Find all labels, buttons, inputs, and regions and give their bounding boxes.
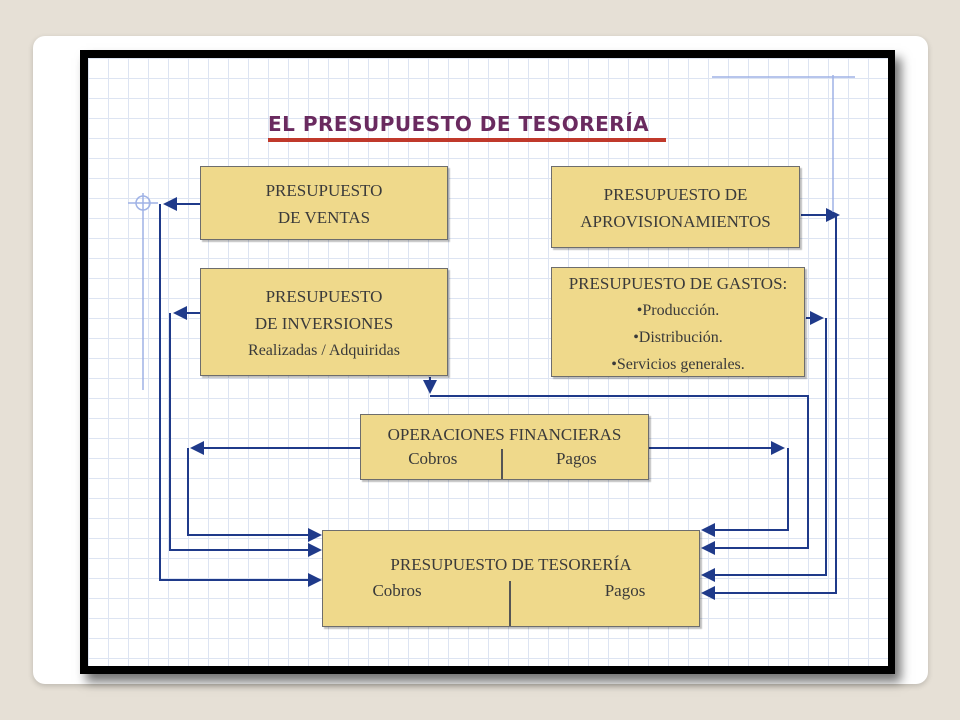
box-presupuesto-gastos: PRESUPUESTO DE GASTOS: •Producción. •Dis… bbox=[551, 267, 805, 377]
box-gastos-item: •Distribución. bbox=[633, 329, 723, 346]
box-gastos-item: •Producción. bbox=[636, 302, 720, 319]
box-presupuesto-inversiones: PRESUPUESTO DE INVERSIONES Realizadas / … bbox=[200, 268, 448, 376]
box-inversiones-line1: PRESUPUESTO bbox=[265, 287, 383, 306]
box-inversiones-line3: Realizadas / Adquiridas bbox=[248, 342, 400, 359]
box-ventas-line1: PRESUPUESTO bbox=[265, 181, 383, 200]
diagram-title: EL PRESUPUESTO DE TESORERÍA bbox=[268, 112, 650, 136]
title-underline bbox=[268, 138, 666, 142]
box-presupuesto-tesoreria: PRESUPUESTO DE TESORERÍA Cobros Pagos bbox=[322, 530, 700, 627]
box-tesoreria-cobros: Cobros bbox=[372, 581, 422, 600]
box-gastos-line1: PRESUPUESTO DE GASTOS: bbox=[568, 274, 788, 293]
box-financieras-divider bbox=[501, 449, 503, 479]
box-tesoreria-line1: PRESUPUESTO DE TESORERÍA bbox=[390, 555, 632, 574]
box-financieras-cobros: Cobros bbox=[408, 449, 458, 468]
box-presupuesto-ventas: PRESUPUESTO DE VENTAS bbox=[200, 166, 448, 240]
box-aprov-line1: PRESUPUESTO DE bbox=[603, 185, 748, 204]
box-ventas-line2: DE VENTAS bbox=[277, 208, 371, 227]
box-financieras-line1: OPERACIONES FINANCIERAS bbox=[387, 425, 622, 444]
box-gastos-item: •Servicios generales. bbox=[611, 356, 745, 373]
box-presupuesto-aprovisionamientos: PRESUPUESTO DE APROVISIONAMIENTOS bbox=[551, 166, 800, 248]
box-tesoreria-divider bbox=[509, 581, 511, 626]
box-tesoreria-pagos: Pagos bbox=[604, 581, 646, 600]
box-operaciones-financieras: OPERACIONES FINANCIERAS Cobros Pagos bbox=[360, 414, 649, 480]
box-financieras-pagos: Pagos bbox=[555, 449, 597, 468]
box-aprov-line2: APROVISIONAMIENTOS bbox=[580, 212, 771, 231]
box-inversiones-line2: DE INVERSIONES bbox=[254, 314, 394, 333]
